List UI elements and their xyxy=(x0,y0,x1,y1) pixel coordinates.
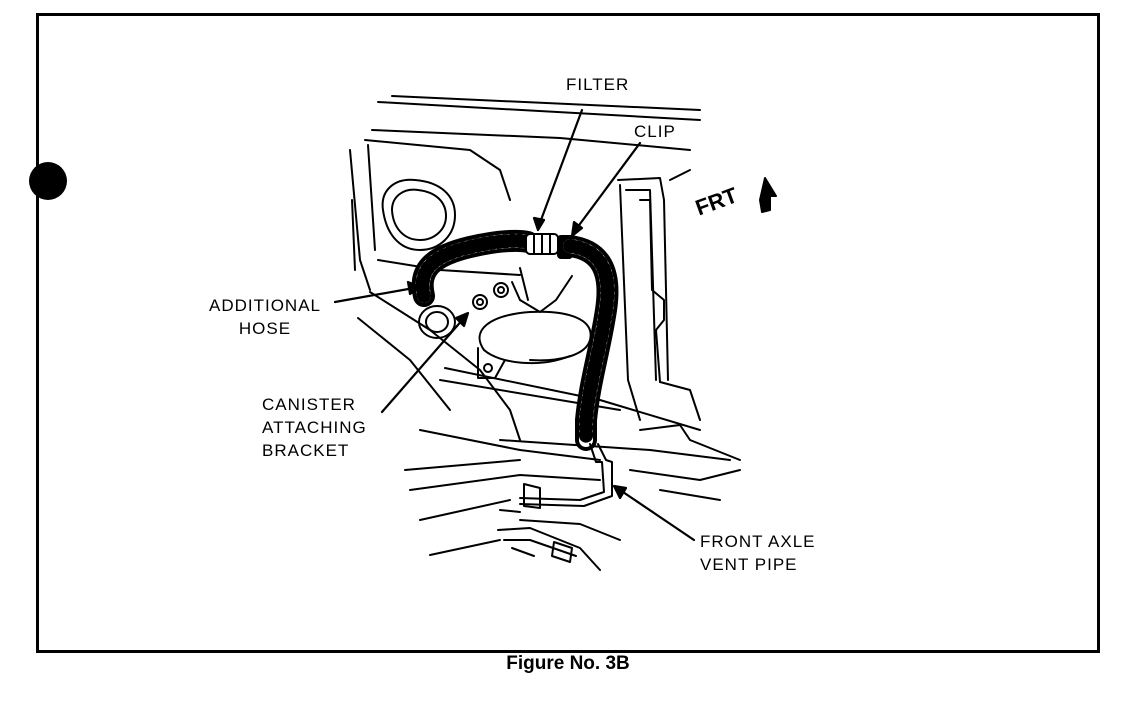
label-filter: FILTER xyxy=(566,75,630,94)
label-canister-bracket: CANISTER ATTACHING BRACKET xyxy=(262,395,367,460)
canister-bracket xyxy=(477,275,592,379)
vent-pipe xyxy=(497,443,621,571)
fuel-filler-opening xyxy=(381,178,456,251)
figure-caption: Figure No. 3B xyxy=(506,653,630,674)
body-panel-lines xyxy=(349,95,741,556)
additional-hose xyxy=(411,229,539,307)
pillar-channel xyxy=(617,169,701,421)
vent-hose xyxy=(559,235,619,451)
figure-frame xyxy=(36,13,1100,653)
filter-body xyxy=(525,233,559,255)
front-direction-arrow xyxy=(759,177,777,213)
grommet xyxy=(418,305,456,339)
bracket-studs xyxy=(472,267,529,310)
leader-lines xyxy=(333,108,696,542)
label-front-axle-vent-pipe: FRONT AXLE VENT PIPE xyxy=(700,532,816,574)
binder-punch-hole xyxy=(29,162,67,200)
label-clip: CLIP xyxy=(634,122,676,141)
label-additional-hose: ADDITIONAL HOSE xyxy=(208,296,322,338)
